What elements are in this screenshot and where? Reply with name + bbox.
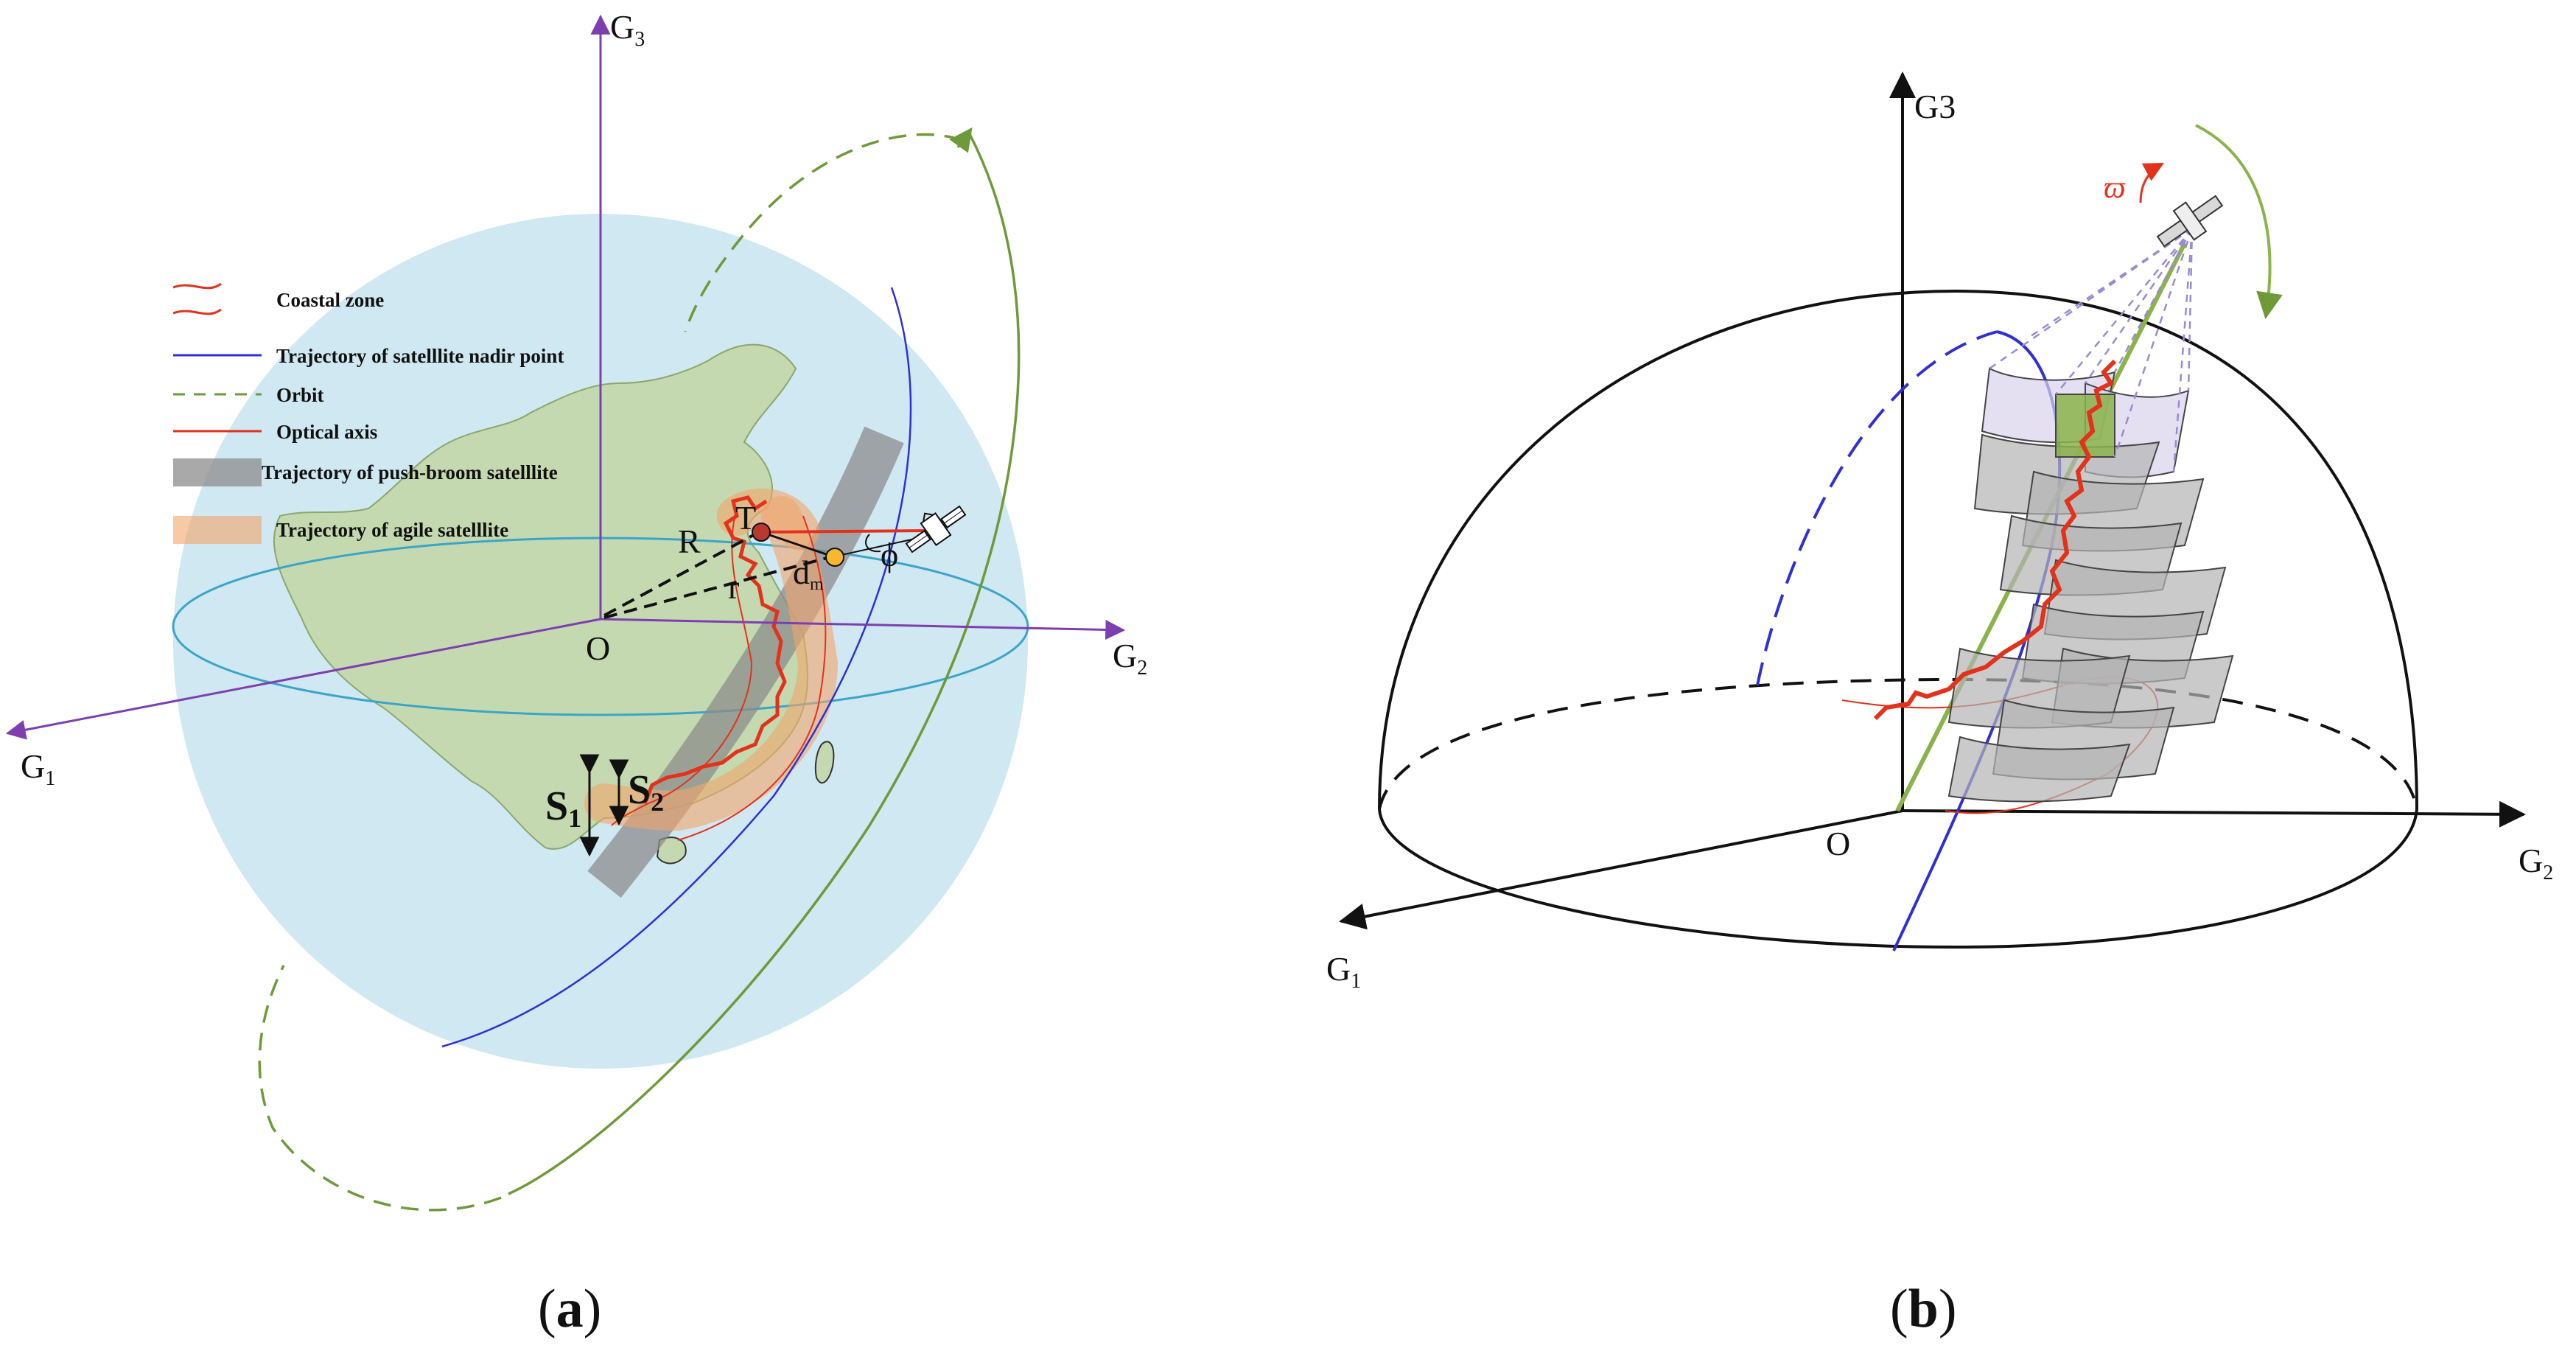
optical-axis-line	[760, 529, 929, 534]
orbit-arrowhead	[949, 127, 973, 153]
legend-label-nadir: Trajectory of satelllite nadir point	[276, 345, 564, 367]
label-origin-a: O	[586, 629, 610, 667]
legend-label-coastal: Coastal zone	[276, 289, 384, 311]
orbit-dashed-bottom	[258, 965, 502, 1212]
radius-r-line	[603, 555, 833, 619]
strip-11	[1947, 736, 2131, 803]
hemisphere-dome	[1378, 289, 2418, 810]
axis-g2-a	[600, 618, 1126, 640]
imaging-strips	[1947, 367, 2234, 803]
base-ellipse-front	[1378, 809, 2418, 949]
legend-label-agile: Trajectory of agile satelllite	[276, 519, 508, 541]
label-g1-a: G1	[21, 747, 55, 790]
orbit-dashed-top	[684, 133, 962, 332]
orbit-solid	[508, 132, 1021, 1195]
phi-angle-arc	[865, 534, 881, 553]
label-g1-b: G1	[1326, 950, 1361, 993]
axis-g1-a	[5, 618, 601, 740]
satellite-a	[905, 505, 967, 553]
label-g2-b: G2	[2519, 842, 2553, 884]
caption-b: (b)	[1890, 1279, 1956, 1339]
label-T: T	[735, 499, 756, 537]
coastline-b	[1873, 359, 2117, 721]
coastal-zone-outline	[611, 508, 827, 841]
nadir-to-satellite-line	[834, 536, 925, 557]
legend-label-optical: Optical axis	[276, 421, 377, 443]
hainan-island	[656, 837, 687, 865]
rotation-arrow	[2195, 124, 2283, 319]
label-r: r	[728, 568, 739, 606]
label-g2-a: G2	[1113, 637, 1147, 680]
agile-trajectory-band	[584, 496, 839, 831]
agile-trajectory-corner	[717, 488, 819, 551]
satellite-b	[2156, 195, 2224, 248]
panel-a: G3 G2 G1 O T R r dm ϕ S1 S2 Coastal zone…	[5, 8, 1147, 1339]
strip-9	[1947, 647, 2131, 729]
label-phi: ϕ	[881, 536, 898, 573]
dm-line	[760, 531, 833, 558]
legend-label-pushbroom: Trajectory of push-broom satelllite	[262, 461, 558, 483]
label-omega: ϖ	[2104, 171, 2126, 205]
nadir-trajectory	[441, 287, 912, 1048]
axis-g1-b	[1339, 809, 1903, 930]
label-g3-a: G3	[610, 8, 645, 51]
label-dm: dm	[793, 553, 824, 594]
coastline	[643, 495, 787, 804]
omega-arrow	[2139, 162, 2164, 203]
label-R: R	[678, 523, 701, 560]
legend-label-orbit: Orbit	[276, 384, 324, 406]
label-s1: S1	[545, 783, 581, 833]
target-point-T	[752, 523, 771, 542]
nadir-trajectory-b-dashed	[1756, 330, 1998, 686]
legend-swatch-agile	[173, 516, 262, 544]
legend-swatch-coastal	[172, 282, 222, 290]
nadir-point	[825, 548, 844, 567]
legend-swatch-coastal-2	[172, 308, 222, 315]
label-g3-b: G3	[1914, 88, 1956, 125]
label-origin-b: O	[1826, 825, 1850, 862]
taiwan-island	[814, 741, 835, 784]
radius-R-line	[603, 531, 760, 617]
base-ellipse-back	[1378, 677, 2418, 810]
legend-swatch-pushbroom	[173, 458, 262, 486]
panel-b: G3 G2 G1 O ϖ (b)	[1326, 71, 2553, 1339]
caption-a: (a)	[538, 1279, 601, 1339]
label-s2: S2	[628, 767, 664, 817]
legend: Coastal zone Trajectory of satelllite na…	[172, 282, 564, 544]
